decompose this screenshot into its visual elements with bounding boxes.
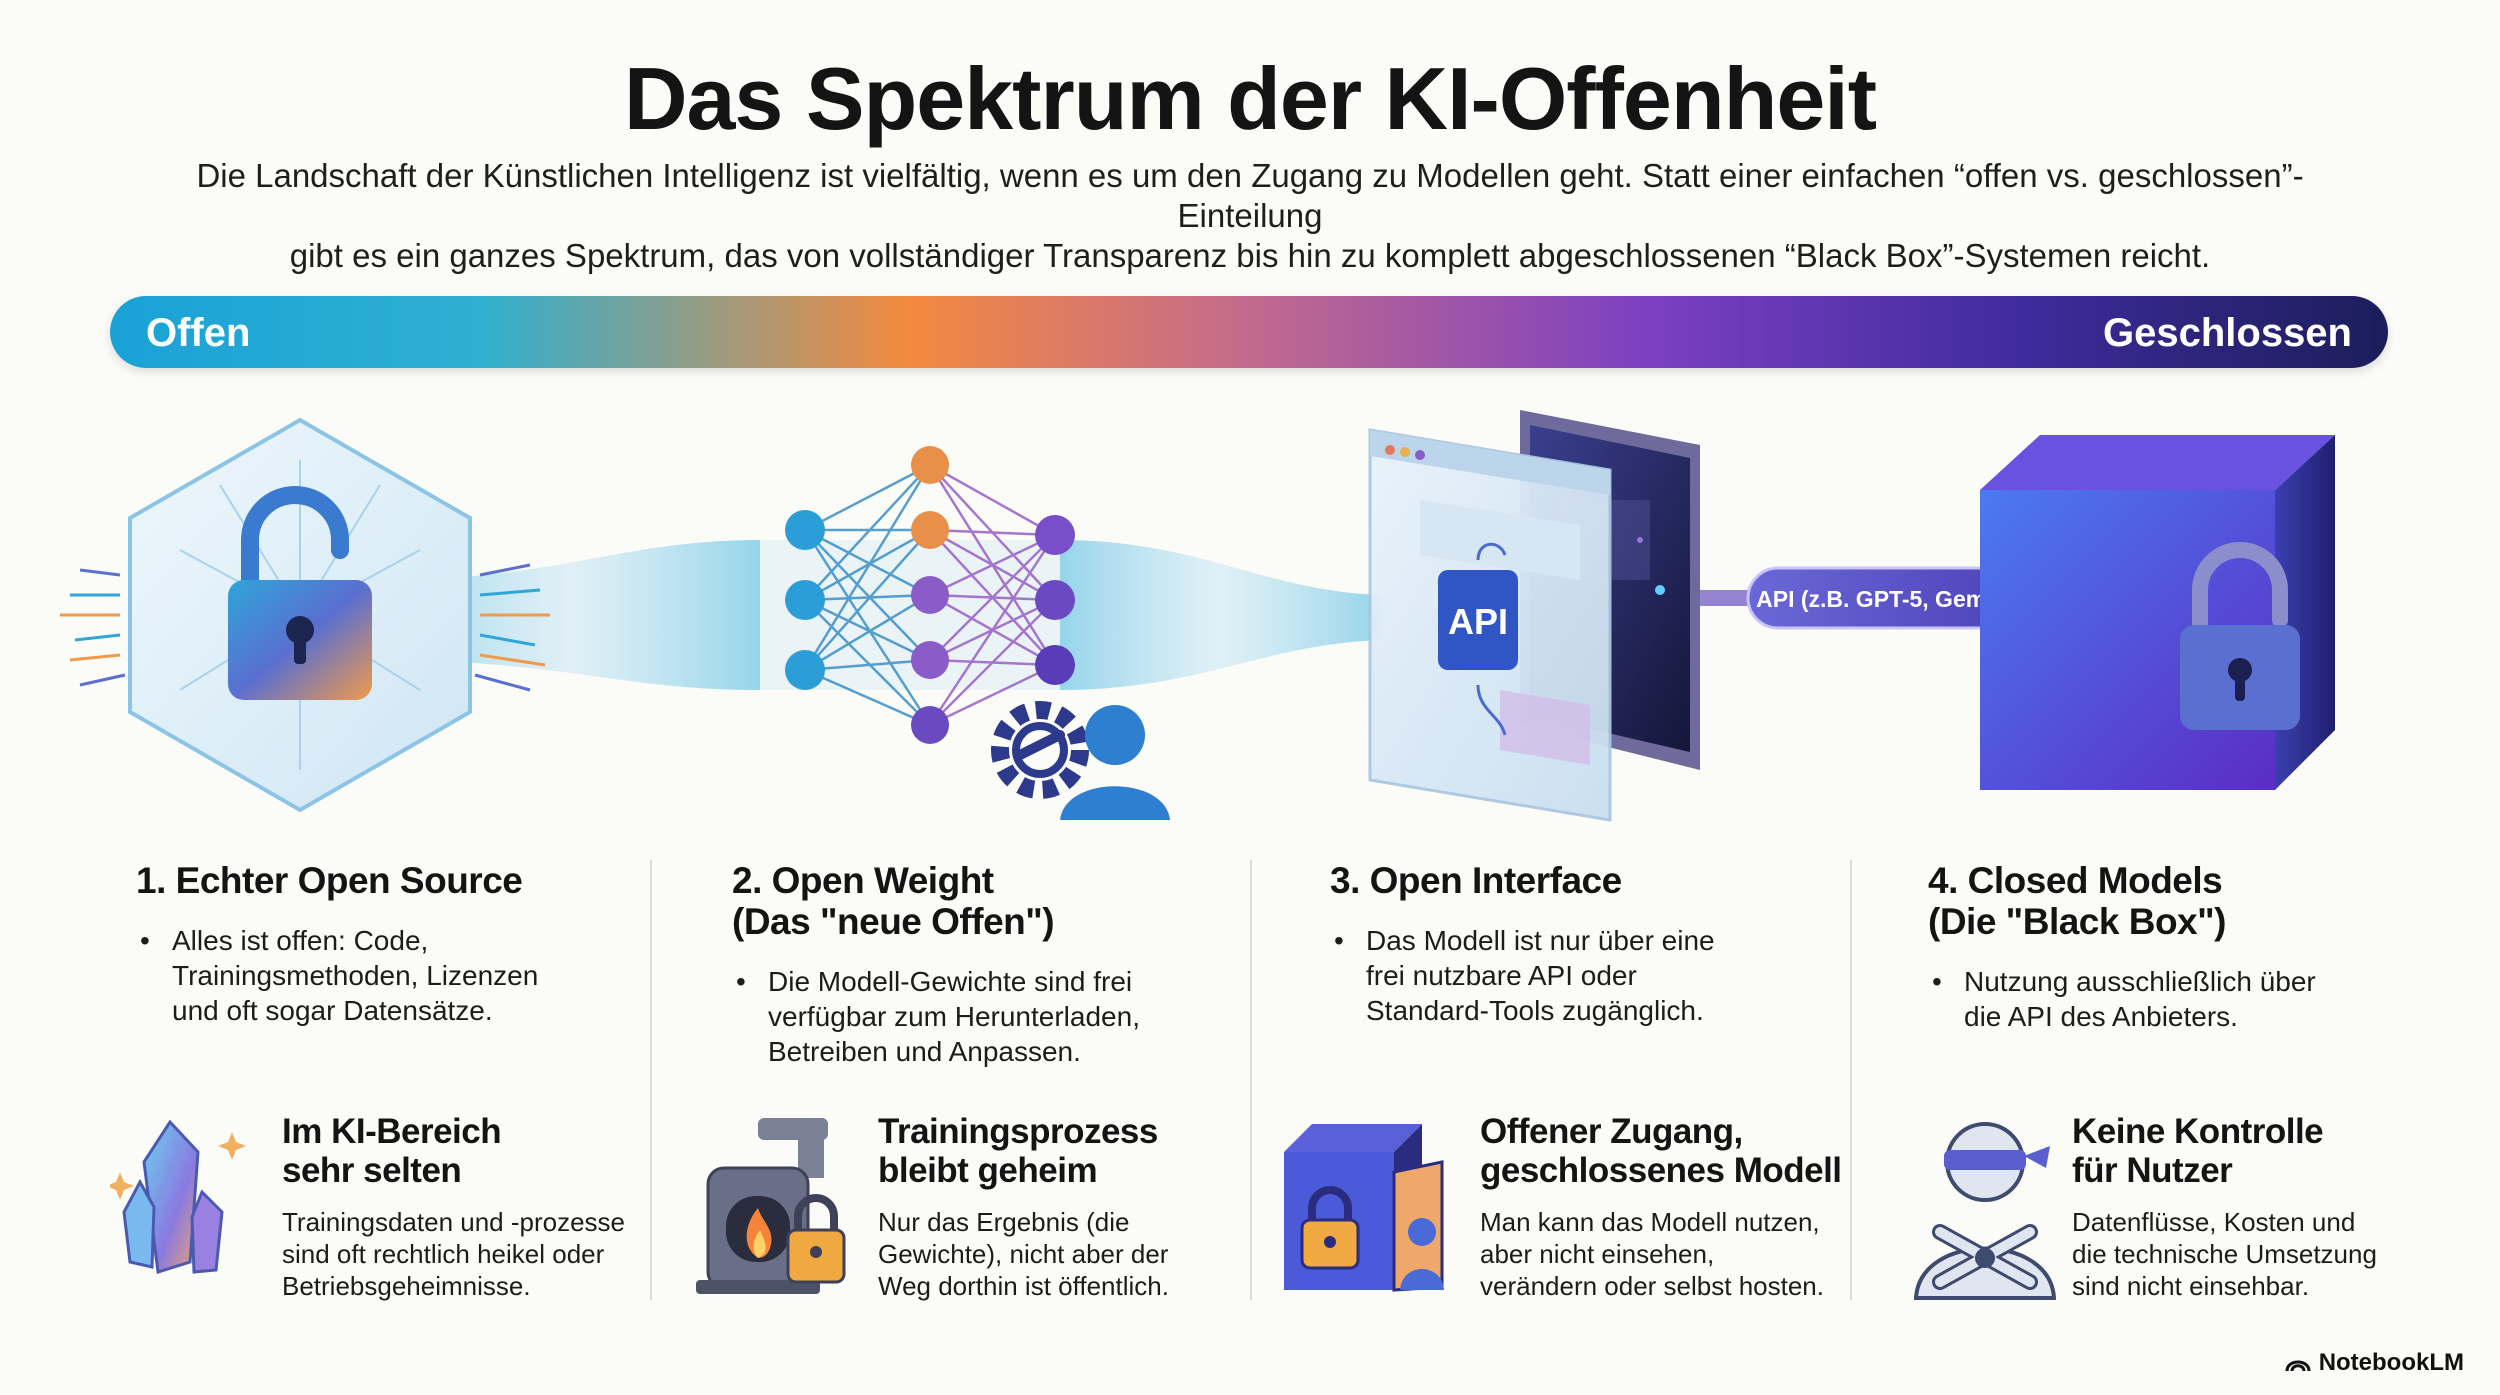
blindfolded-person-icon [1913, 1122, 2057, 1300]
black-box-lock-icon [1980, 435, 2335, 790]
category-bullets: Die Modell-Gewichte sind frei verfügbar … [732, 964, 1252, 1069]
category-closed-models: 4. Closed Models (Die "Black Box") Nutzu… [1928, 860, 2448, 1034]
note-open-source: Im KI-Bereich sehr selten Trainingsdaten… [110, 1112, 630, 1312]
illustration-strip: API API (z.B. GPT-5, Gemini 3) [60, 410, 2335, 822]
brand-name: NotebookLM [2318, 1349, 2464, 1376]
spectrum-label-open: Offen [146, 311, 251, 355]
brand-mark: NotebookLM [2285, 1349, 2464, 1377]
crystal-icon [110, 1119, 246, 1274]
category-title: 3. Open Interface [1330, 860, 1622, 901]
page-subtitle: Die Landschaft der Künstlichen Intellige… [150, 156, 2350, 276]
note-closed-models: Keine Kontrolle für Nutzer Datenflüsse, … [1900, 1112, 2470, 1312]
api-badge-text: API [1448, 601, 1508, 642]
notebooklm-logo-icon [2285, 1360, 2311, 1372]
category-title: 4. Closed Models (Die "Black Box") [1928, 860, 2227, 942]
category-open-interface: 3. Open Interface Das Modell ist nur übe… [1330, 860, 1850, 1028]
category-title: 2. Open Weight (Das "neue Offen") [732, 860, 1055, 942]
furnace-lock-icon [696, 1118, 846, 1294]
note-text: Man kann das Modell nutzen, aber nicht e… [1480, 1207, 1824, 1301]
note-title: Im KI-Bereich sehr selten [282, 1112, 502, 1190]
category-bullets: Alles ist offen: Code, Trainingsmethoden… [136, 923, 656, 1028]
locked-box-door-icon [1284, 1124, 1444, 1292]
note-title: Offener Zugang, geschlossenes Modell [1480, 1112, 1842, 1190]
column-divider-1 [650, 860, 652, 1300]
subtitle-line-2: gibt es ein ganzes Spektrum, das von vol… [289, 237, 2211, 274]
bullet-item: Nutzung ausschließlich über die API des … [1928, 964, 2448, 1034]
hexagon-lock-icon [60, 417, 550, 813]
openness-spectrum-bar: Offen Geschlossen [110, 296, 2388, 368]
category-bullets: Nutzung ausschließlich über die API des … [1928, 964, 2448, 1034]
note-text: Nur das Ergebnis (die Gewichte), nicht a… [878, 1207, 1169, 1301]
api-window-icon: API [1368, 428, 1612, 822]
note-text: Trainingsdaten und -prozesse sind oft re… [282, 1207, 626, 1301]
neural-network-icon [785, 446, 1075, 744]
note-open-interface: Offener Zugang, geschlossenes Modell Man… [1272, 1112, 1842, 1312]
bullet-item: Das Modell ist nur über eine frei nutzba… [1330, 923, 1850, 1028]
bullet-item: Alles ist offen: Code, Trainingsmethoden… [136, 923, 656, 1028]
gear-user-icon [991, 701, 1170, 820]
spectrum-label-closed: Geschlossen [2102, 311, 2352, 355]
column-divider-2 [1250, 860, 1252, 1300]
subtitle-line-1: Die Landschaft der Künstlichen Intellige… [196, 157, 2304, 234]
note-text: Datenflüsse, Kosten und die technische U… [2072, 1207, 2377, 1301]
category-title: 1. Echter Open Source [136, 860, 523, 901]
category-bullets: Das Modell ist nur über eine frei nutzba… [1330, 923, 1850, 1028]
category-open-source: 1. Echter Open Source Alles ist offen: C… [136, 860, 656, 1028]
bullet-item: Die Modell-Gewichte sind frei verfügbar … [732, 964, 1252, 1069]
category-open-weight: 2. Open Weight (Das "neue Offen") Die Mo… [732, 860, 1252, 1069]
page-title: Das Spektrum der KI-Offenheit [623, 49, 1877, 148]
column-divider-3 [1850, 860, 1852, 1300]
note-title: Trainingsprozess bleibt geheim [878, 1112, 1158, 1190]
note-open-weight: Trainingsprozess bleibt geheim Nur das E… [688, 1112, 1248, 1312]
note-title: Keine Kontrolle für Nutzer [2072, 1112, 2324, 1190]
